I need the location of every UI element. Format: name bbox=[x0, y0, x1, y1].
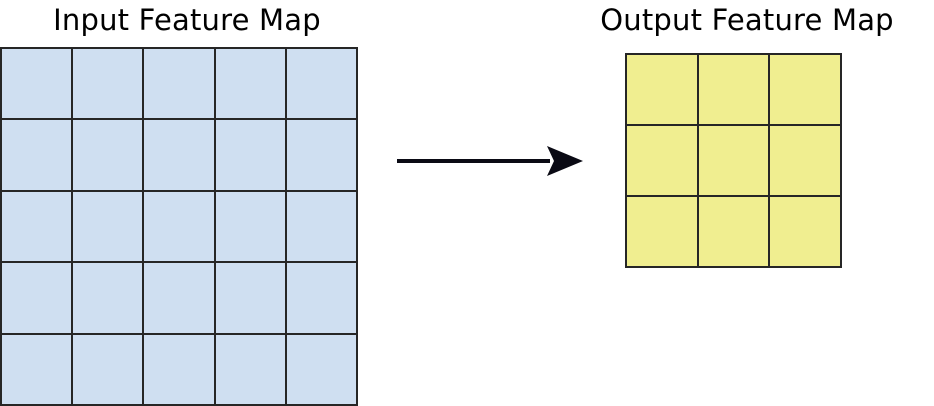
input-cell bbox=[215, 263, 285, 333]
input-cell bbox=[2, 334, 72, 404]
input-feature-map-title: Input Feature Map bbox=[53, 3, 321, 37]
input-cell bbox=[286, 49, 356, 119]
input-cell bbox=[286, 334, 356, 404]
output-cell bbox=[770, 126, 840, 195]
input-cell bbox=[215, 120, 285, 190]
input-cell bbox=[2, 120, 72, 190]
input-cell bbox=[286, 191, 356, 262]
input-cell bbox=[73, 120, 143, 190]
input-cell bbox=[286, 120, 356, 190]
input-cell bbox=[73, 49, 143, 119]
input-cell bbox=[215, 191, 285, 262]
input-cell bbox=[144, 263, 214, 333]
input-cell bbox=[215, 334, 285, 404]
input-cell bbox=[286, 263, 356, 333]
output-cell bbox=[770, 197, 840, 266]
output-cell bbox=[627, 126, 697, 195]
output-cell bbox=[698, 55, 769, 124]
input-cell bbox=[73, 334, 143, 404]
input-cell bbox=[2, 191, 72, 262]
input-cell bbox=[144, 191, 214, 262]
input-cell bbox=[2, 263, 72, 333]
output-cell bbox=[770, 55, 840, 124]
input-cell bbox=[215, 49, 285, 119]
input-cell bbox=[73, 191, 143, 262]
transformation-arrow-icon bbox=[397, 146, 583, 176]
output-feature-map-grid bbox=[625, 53, 842, 268]
input-cell bbox=[2, 49, 72, 119]
input-cell bbox=[144, 49, 214, 119]
output-cell bbox=[627, 197, 697, 266]
input-cell bbox=[144, 120, 214, 190]
output-cell bbox=[698, 197, 769, 266]
input-cell bbox=[73, 263, 143, 333]
arrow-head bbox=[547, 146, 583, 176]
output-cell bbox=[698, 126, 769, 195]
input-feature-map-grid bbox=[0, 47, 358, 406]
input-cell bbox=[144, 334, 214, 404]
output-cell bbox=[627, 55, 697, 124]
output-feature-map-title: Output Feature Map bbox=[600, 3, 894, 37]
